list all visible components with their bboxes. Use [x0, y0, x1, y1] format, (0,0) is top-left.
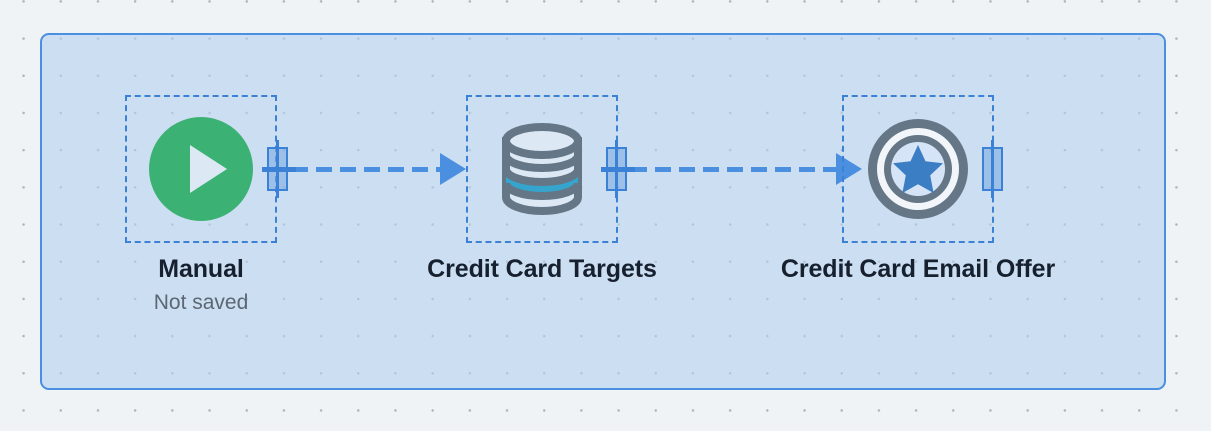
connector-targets-to-email-offer[interactable] — [631, 167, 836, 172]
arrow-right-icon — [440, 153, 466, 185]
node-label: Credit Card Targets — [427, 255, 657, 283]
node-port-manual[interactable] — [262, 140, 296, 198]
node-port-credit-card-email-offer[interactable] — [982, 140, 1003, 198]
arrow-right-icon — [836, 153, 862, 185]
badge-star-icon — [868, 119, 968, 219]
play-circle-icon — [149, 117, 253, 221]
node-credit-card-email-offer[interactable]: Credit Card Email Offer — [781, 95, 1055, 283]
port-cross-horizontal — [262, 166, 296, 172]
port-cross-horizontal — [601, 166, 635, 172]
node-credit-card-targets[interactable]: Credit Card Targets — [427, 95, 657, 283]
node-port-credit-card-targets[interactable] — [601, 140, 635, 198]
node-label: Credit Card Email Offer — [780, 255, 1056, 283]
node-label: Manual — [158, 255, 244, 283]
node-sublabel: Not saved — [153, 291, 249, 314]
node-manual[interactable]: Manual Not saved — [125, 95, 277, 314]
connector-manual-to-targets[interactable] — [292, 167, 440, 172]
port-cross-vertical — [991, 140, 994, 198]
database-icon — [502, 123, 582, 215]
